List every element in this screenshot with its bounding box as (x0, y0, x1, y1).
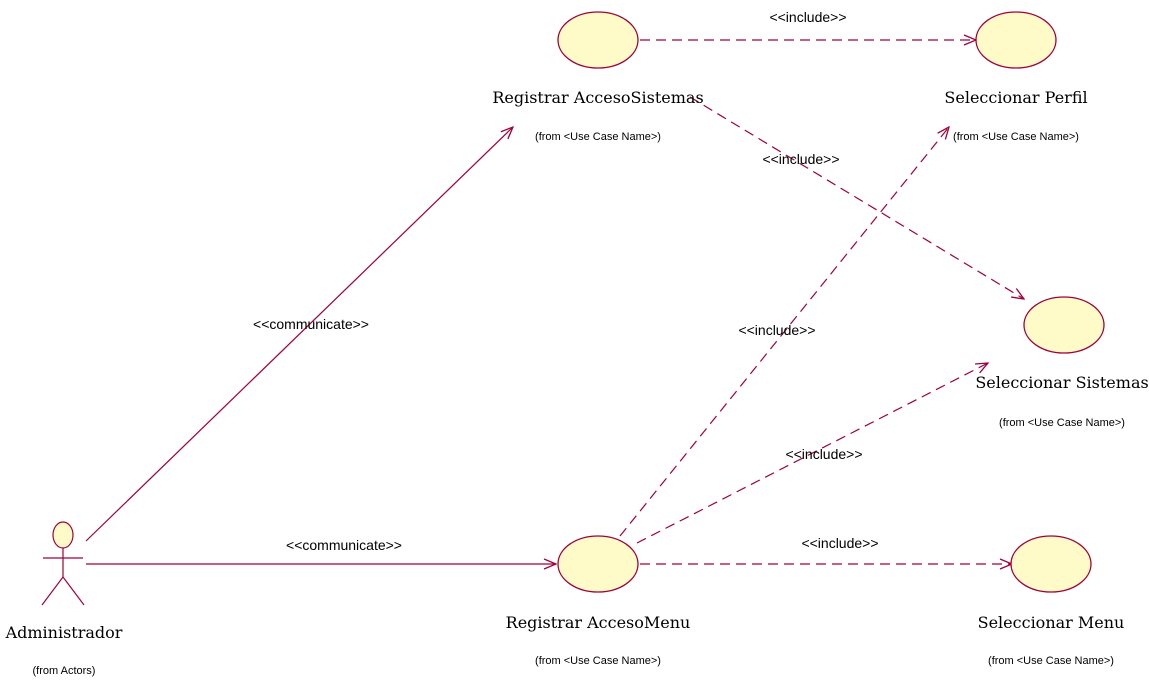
uc-name-seleccionar-menu: Seleccionar Menu (978, 613, 1125, 632)
uc-from-seleccionar-sistemas: (from <Use Case Name>) (999, 417, 1125, 429)
uc-from-seleccionar-menu: (from <Use Case Name>) (988, 655, 1114, 667)
communicate-label-sistemas: <<communicate>> (253, 316, 369, 332)
include-label-menu-sistemas: <<include>> (785, 446, 862, 462)
uc-from-registrar-acceso-sistemas: (from <Use Case Name>) (535, 131, 661, 143)
include-label-menu-menu: <<include>> (801, 535, 878, 551)
use-case-seleccionar-menu[interactable] (1010, 535, 1092, 593)
use-case-seleccionar-sistemas[interactable] (1023, 296, 1105, 354)
use-case-seleccionar-perfil[interactable] (975, 11, 1057, 69)
uc-from-registrar-acceso-menu: (from <Use Case Name>) (535, 655, 661, 667)
uc-name-seleccionar-perfil: Seleccionar Perfil (944, 88, 1087, 107)
communicate-line-sistemas[interactable] (85, 127, 513, 542)
actor-figure[interactable] (41, 521, 85, 606)
use-case-registrar-acceso-menu[interactable] (557, 535, 639, 593)
use-case-registrar-acceso-sistemas[interactable] (557, 11, 639, 69)
actor-name: Administrador (5, 623, 123, 642)
include-line-menu-sistemas[interactable] (636, 363, 988, 544)
include-label-menu-perfil: <<include>> (738, 322, 815, 338)
include-line-sistemas-sistemas[interactable] (689, 96, 1024, 299)
include-line-menu-perfil[interactable] (619, 127, 949, 537)
uc-name-registrar-acceso-menu: Registrar AccesoMenu (506, 613, 691, 632)
uc-from-seleccionar-perfil: (from <Use Case Name>) (953, 131, 1079, 143)
uc-name-seleccionar-sistemas: Seleccionar Sistemas (975, 373, 1148, 392)
include-label-sistemas-perfil: <<include>> (769, 9, 846, 25)
uc-name-registrar-acceso-sistemas: Registrar AccesoSistemas (492, 88, 703, 107)
actor-from: (from Actors) (33, 665, 96, 677)
communicate-label-menu: <<communicate>> (286, 537, 402, 553)
include-label-sistemas-sistemas: <<include>> (762, 151, 839, 167)
